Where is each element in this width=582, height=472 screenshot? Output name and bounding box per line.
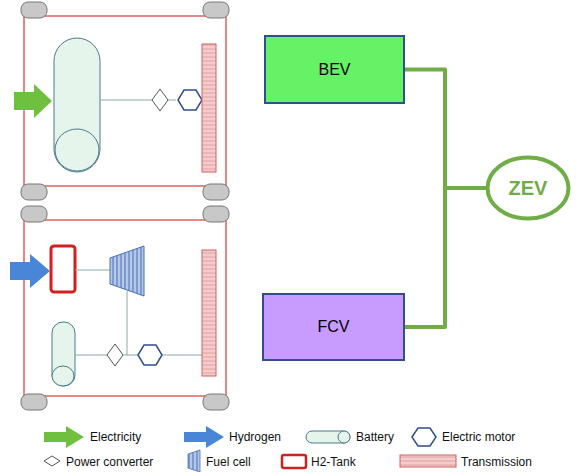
ellipse-node: ZEV	[484, 154, 572, 222]
node-label: BEV	[318, 61, 350, 79]
process-box: BEV	[264, 35, 405, 104]
legend-label: H2-Tank	[311, 455, 356, 469]
node-label: FCV	[318, 318, 350, 336]
bracket-connector	[405, 70, 487, 189]
legend-label: Power converter	[66, 455, 153, 469]
legend-label: Fuel cell	[206, 455, 251, 469]
node-label: ZEV	[509, 177, 548, 200]
legend-label: Battery	[356, 430, 394, 444]
legend-label: Hydrogen	[229, 430, 281, 444]
legend-label: Transmission	[461, 455, 532, 469]
legend-label: Electric motor	[442, 430, 515, 444]
process-box: FCV	[262, 293, 405, 361]
legend-label: Electricity	[90, 430, 141, 444]
bracket-connector	[405, 188, 487, 327]
